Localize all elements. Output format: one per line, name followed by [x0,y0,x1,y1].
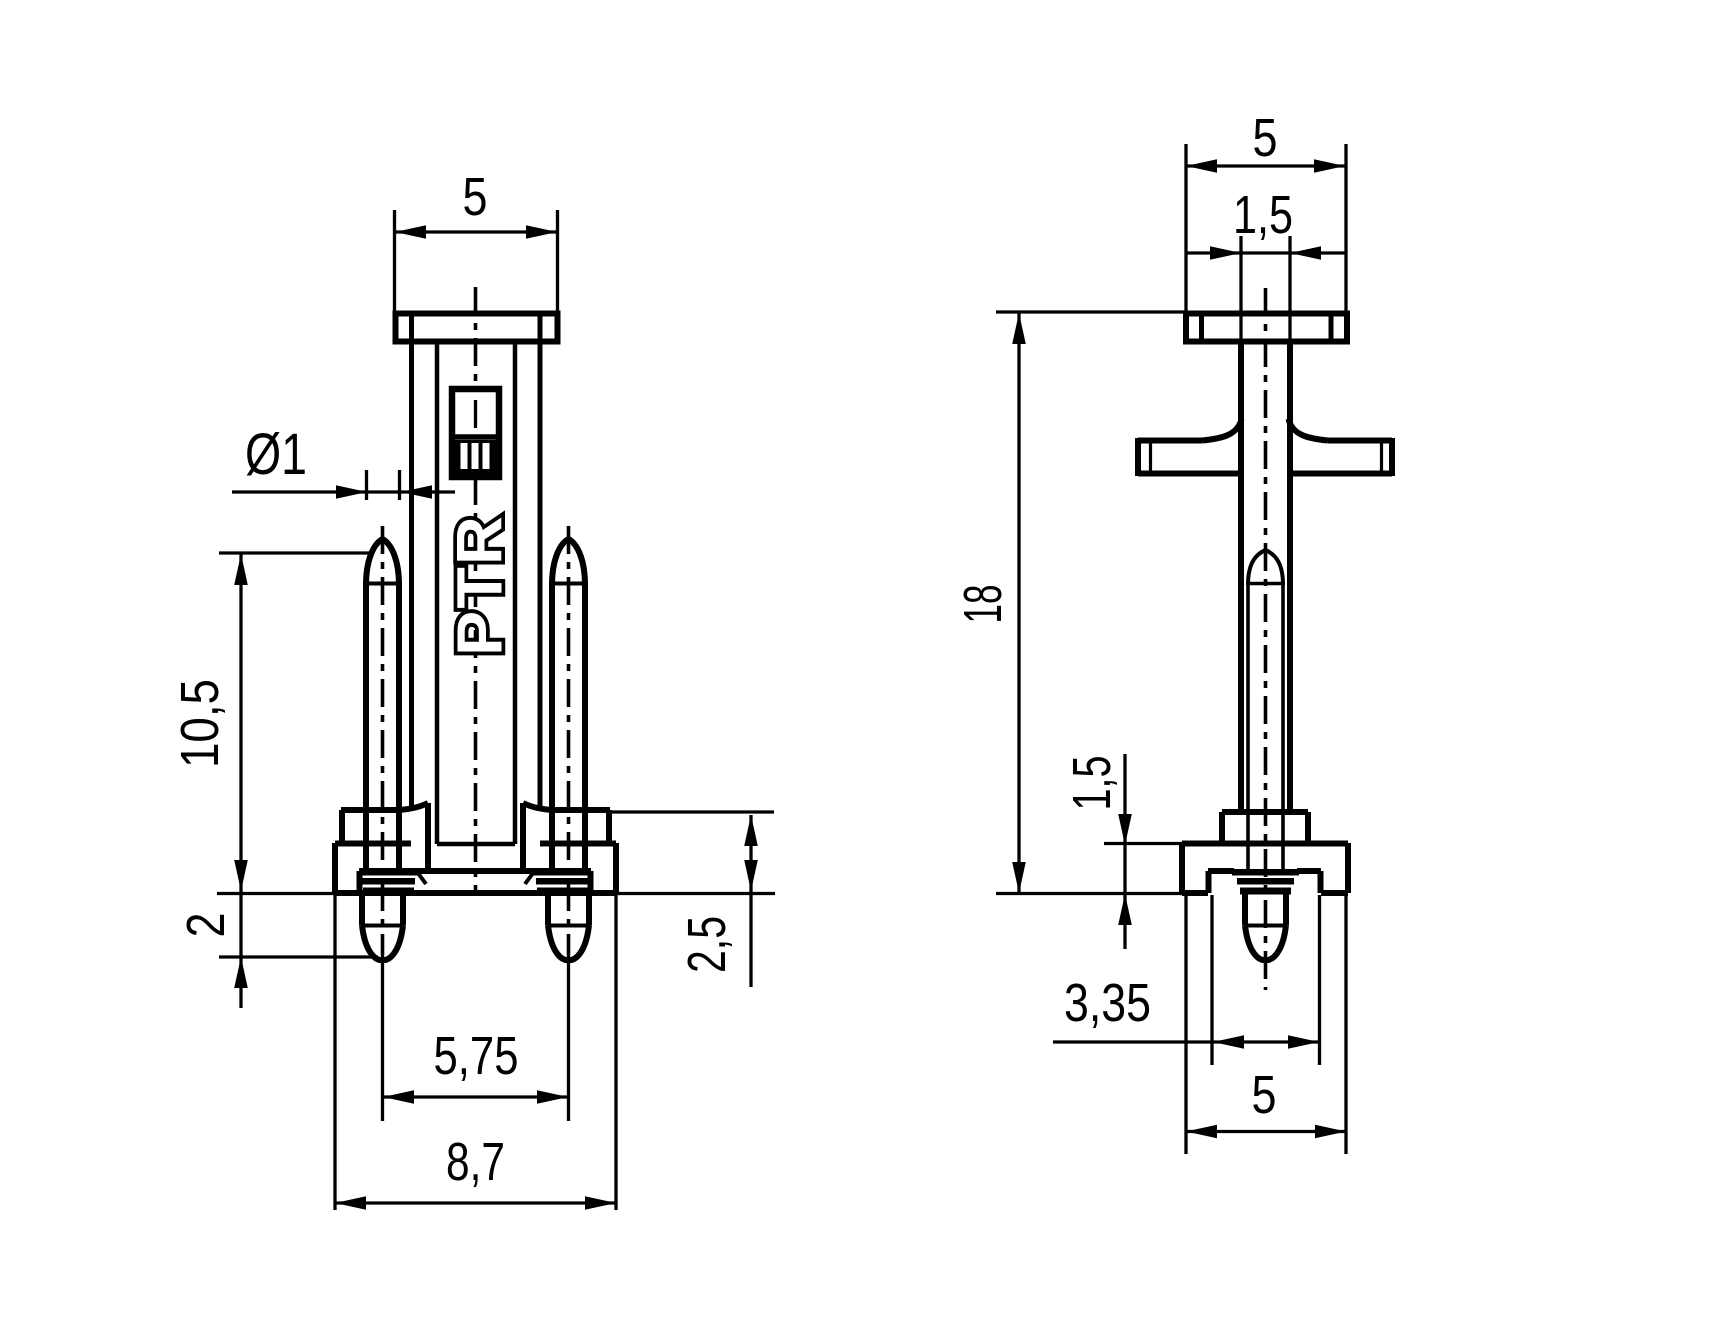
svg-text:PTR: PTR [444,514,516,656]
svg-text:2: 2 [176,913,236,938]
svg-text:Ø1: Ø1 [245,422,307,487]
svg-text:2,5: 2,5 [677,916,737,973]
svg-text:5: 5 [1253,108,1278,168]
svg-text:5: 5 [1252,1065,1277,1125]
svg-text:5: 5 [463,167,488,227]
svg-text:18: 18 [953,585,1013,624]
svg-text:5,75: 5,75 [434,1026,519,1086]
svg-text:3,35: 3,35 [1064,973,1151,1033]
svg-text:1,5: 1,5 [1062,756,1122,811]
svg-text:10,5: 10,5 [170,679,230,768]
svg-text:PTR: PTR [444,514,516,656]
svg-text:8,7: 8,7 [446,1132,505,1192]
svg-text:1,5: 1,5 [1233,185,1293,245]
